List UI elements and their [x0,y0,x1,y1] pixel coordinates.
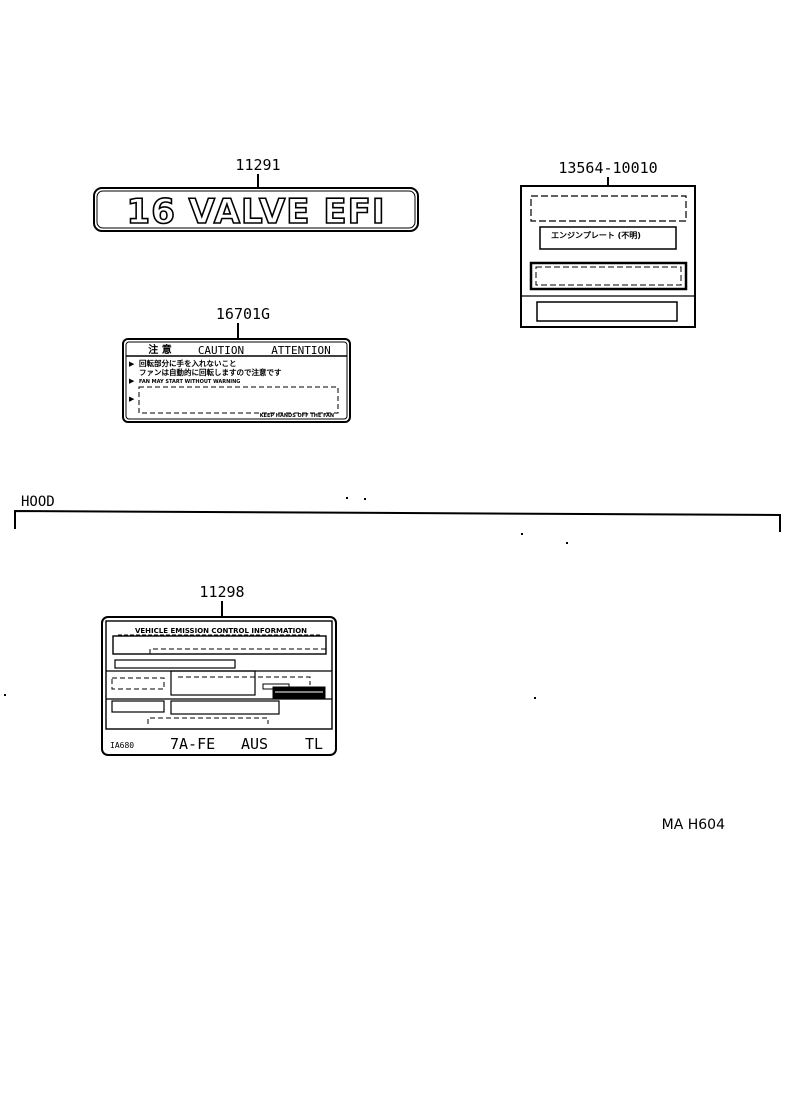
emission-suffix: TL [305,735,323,753]
badge-part-number: 11291 [235,156,280,174]
caution-header-attention: ATTENTION [271,344,331,357]
emission-engine: 7A-FE [170,735,215,753]
badge-text: 16 VALVE EFI [127,192,386,232]
scan-specks [4,497,568,699]
emission-field-4-mark [178,676,311,685]
caution-inner-outline [125,341,348,420]
emission-field-8 [170,700,280,715]
plate-part-number: 13564-10010 [558,159,657,177]
emission-field-1 [112,635,327,655]
caution-line-3: FAN MAY START WITHOUT WARNING [139,379,240,385]
hood-section: HOOD [14,494,781,532]
plate-part: 13564-10010 エンジンプレート (不明) [520,159,696,328]
caution-part: 16701G 注 意 CAUTION ATTENTION ▶ 回転部分に手を入れ… [122,305,351,423]
emission-title: VEHICLE EMISSION CONTROL INFORMATION [135,627,307,635]
hood-label: HOOD [21,494,55,510]
emission-inner-outline [105,620,333,730]
plate-field-3 [529,261,688,291]
caution-line-4: KEEP HANDS OFF THE FAN [260,413,334,419]
emission-part: 11298 VEHICLE EMISSION CONTROL INFORMATI… [101,583,337,756]
caution-line-1: 回転部分に手を入れないこと [139,358,237,368]
plate-field-4 [536,301,678,322]
caution-bullet-2: ▶ [129,377,135,385]
caution-part-number: 16701G [216,305,270,323]
caution-line-2: ファンは自動的に回転しますので注意です [139,367,282,377]
badge-part: 11291 16 VALVE EFI [93,156,419,233]
emission-field-4 [170,670,256,696]
emission-field-1-mark [149,648,326,654]
emission-field-3 [111,677,165,690]
emission-part-number: 11298 [199,583,244,601]
emission-field-2 [114,659,236,669]
caution-text-field [138,386,339,414]
emission-code: IA680 [110,741,134,750]
caution-bullet-3: ▶ [129,395,135,403]
emission-field-7 [111,700,165,713]
footer-code: MA H604 [662,817,725,833]
plate-outline [520,185,696,328]
caution-header-jp: 注 意 [148,343,171,356]
plate-field-2 [539,226,677,250]
caution-outline [122,338,351,423]
badge-inner-outline [96,190,416,229]
hood-bracket [14,509,781,532]
emission-field-8-mark [147,717,269,724]
badge-outline [93,187,419,232]
emission-region: AUS [241,735,268,753]
emission-outline [101,616,337,756]
caution-bullet-1: ▶ [129,360,135,368]
plate-inner-label: エンジンプレート (不明) [551,230,641,240]
caution-header-caution: CAUTION [198,344,244,357]
plate-field-3-inner [535,266,682,286]
